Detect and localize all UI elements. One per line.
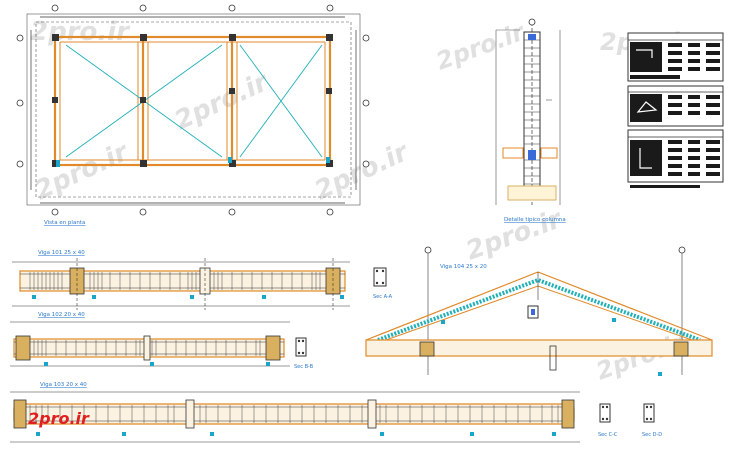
section-d-d xyxy=(643,403,655,423)
beam-103-markers xyxy=(36,432,556,436)
section-b-b xyxy=(295,337,307,357)
beam-101-title: Viga 101 25 x 40 xyxy=(38,250,85,256)
beam-103-supports xyxy=(13,399,575,429)
beam-103-stirrups xyxy=(29,405,559,423)
watermark: 2pro.ir xyxy=(30,136,134,206)
column-detail-title: Detalle tipico columna xyxy=(504,217,566,223)
logo-text: 2pro.ir xyxy=(28,409,90,428)
section-c-c xyxy=(599,403,611,423)
lap-length-table xyxy=(627,129,724,188)
plan-column-tags xyxy=(56,157,330,167)
beam-elevation-102: Viga 102 20 x 40 Sec B-B xyxy=(10,312,314,370)
beam-102-title: Viga 102 20 x 40 xyxy=(38,312,85,318)
schedule-tables xyxy=(627,32,724,188)
stirrups xyxy=(524,39,540,185)
beam-101-markers xyxy=(32,295,344,299)
beam-102-supports xyxy=(15,335,281,361)
section-a-a-label: Sec A-A xyxy=(373,294,393,300)
section-d-d-label: Sec D-D xyxy=(642,432,662,438)
beam-elevation-103: Viga 103 20 x 40 xyxy=(10,382,662,443)
plan-columns xyxy=(52,34,333,167)
site-logo: 2pro.ir xyxy=(28,409,90,428)
beam-101-supports xyxy=(69,258,341,310)
beam-101-stirrups xyxy=(29,272,321,290)
roof-section xyxy=(527,305,539,319)
watermark: 2pro.ir xyxy=(310,136,414,206)
beam-elevation-101: Viga 101 25 x 40 xyxy=(12,250,393,310)
plan-dimension-frame-inner xyxy=(35,21,352,198)
roof-markers xyxy=(441,318,662,376)
section-a-a xyxy=(373,267,387,287)
roof-elevation: Viga 104 25 x 20 xyxy=(365,246,713,376)
watermark: 2pro.ir xyxy=(432,17,529,75)
watermark-layer: 2pro.ir 2pro.ir 2pro.ir 2pro.ir 2pro.ir … xyxy=(30,17,694,386)
rebar-hook-table xyxy=(627,32,724,82)
roof-beam-title: Viga 104 25 x 20 xyxy=(440,264,487,270)
beam-102-stirrups xyxy=(33,340,261,356)
footing xyxy=(507,185,557,201)
grid-axis-markers xyxy=(16,4,370,216)
roof-supports xyxy=(419,341,689,371)
watermark: 2pro.ir xyxy=(462,204,567,267)
plan-title: Vista en planta xyxy=(44,220,85,226)
plan-view: Vista en planta xyxy=(16,4,370,226)
plan-dimension-frame xyxy=(26,13,361,206)
column-detail: Detalle tipico columna xyxy=(495,18,566,223)
dimension-ticks xyxy=(30,16,357,204)
watermark: 2pro.ir xyxy=(170,66,274,136)
column-joint-highlight xyxy=(528,150,536,160)
beam-102-markers xyxy=(44,362,270,366)
section-c-c-label: Sec C-C xyxy=(598,432,618,438)
section-b-b-label: Sec B-B xyxy=(294,364,314,370)
slab-diagonals xyxy=(65,44,323,158)
beam-103-title: Viga 103 20 x 40 xyxy=(40,382,87,388)
stirrup-hook-table xyxy=(627,85,724,127)
